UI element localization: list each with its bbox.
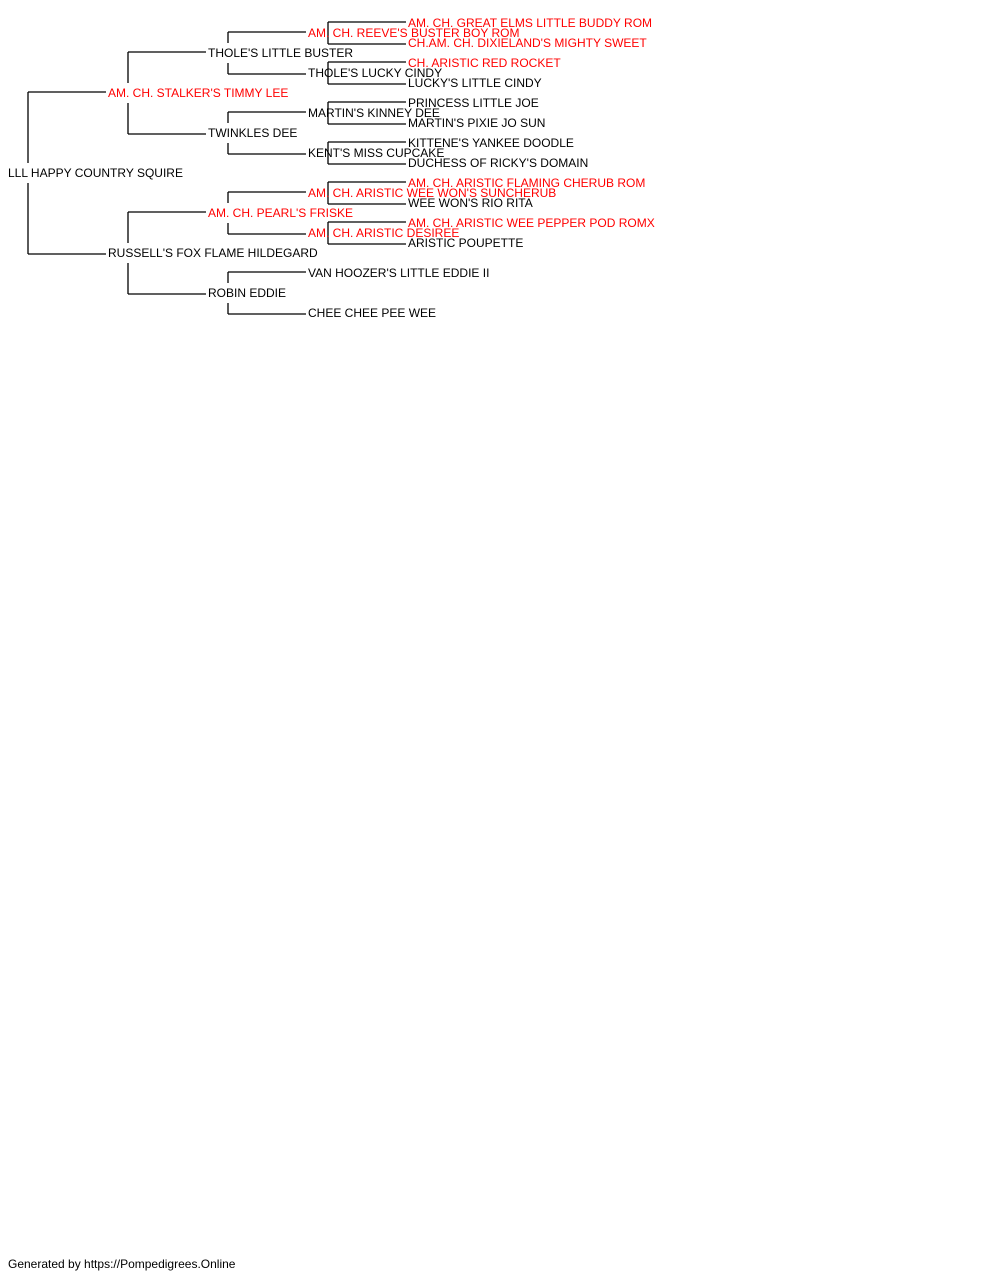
dog-name-pedigree.sire.dam.dam.dam: DUCHESS OF RICKY'S DOMAIN bbox=[408, 156, 588, 170]
dog-name-pedigree.dam.dam.dam: CHEE CHEE PEE WEE bbox=[308, 306, 436, 320]
dog-name-pedigree.sire.dam.dam.sire: KITTENE'S YANKEE DOODLE bbox=[408, 136, 574, 150]
dog-name-pedigree.sire.dam.dam: KENT'S MISS CUPCAKE bbox=[308, 146, 444, 160]
dog-name-pedigree.dam.sire: AM. CH. PEARL'S FRISKE bbox=[208, 206, 353, 220]
dog-name-pedigree.dam.sire.dam: AM. CH. ARISTIC DESIREE bbox=[308, 226, 459, 240]
dog-name-pedigree.sire.sire.sire.sire: AM. CH. GREAT ELMS LITTLE BUDDY ROM bbox=[408, 16, 652, 30]
dog-name-pedigree.dam.dam: ROBIN EDDIE bbox=[208, 286, 286, 300]
dog-name-pedigree.dam.dam.sire: VAN HOOZER'S LITTLE EDDIE II bbox=[308, 266, 489, 280]
dog-name-pedigree.sire.dam: TWINKLES DEE bbox=[208, 126, 297, 140]
dog-name-pedigree.sire.sire.sire: AM. CH. REEVE'S BUSTER BOY ROM bbox=[308, 26, 519, 40]
dog-name-pedigree.dam.sire.sire.sire: AM. CH. ARISTIC FLAMING CHERUB ROM bbox=[408, 176, 645, 190]
dog-name-pedigree.dam.sire.sire.dam: WEE WON'S RIO RITA bbox=[408, 196, 533, 210]
dog-name-pedigree.sire.dam.sire: MARTIN'S KINNEY DEE bbox=[308, 106, 440, 120]
dog-name-pedigree.sire.dam.sire.dam: MARTIN'S PIXIE JO SUN bbox=[408, 116, 545, 130]
dog-name-pedigree.dam.sire.dam.dam: ARISTIC POUPETTE bbox=[408, 236, 523, 250]
footer-credit: Generated by https://Pompedigrees.Online bbox=[8, 1257, 236, 1271]
dog-name-pedigree.dam.sire.sire: AM. CH. ARISTIC WEE WON'S SUNCHERUB bbox=[308, 186, 556, 200]
dog-name-pedigree.sire.dam.sire.sire: PRINCESS LITTLE JOE bbox=[408, 96, 539, 110]
dog-name-pedigree: LLL HAPPY COUNTRY SQUIRE bbox=[8, 166, 183, 180]
pedigree-lines bbox=[27, 21, 406, 315]
dog-name-pedigree.dam.sire.dam.sire: AM. CH. ARISTIC WEE PEPPER POD ROMX bbox=[408, 216, 655, 230]
pedigree-labels: LLL HAPPY COUNTRY SQUIRE AM. CH. STALKER'… bbox=[8, 16, 655, 320]
dog-name-pedigree.sire.sire.dam: THOLE'S LUCKY CINDY bbox=[308, 66, 442, 80]
dog-name-pedigree.dam: RUSSELL'S FOX FLAME HILDEGARD bbox=[108, 246, 318, 260]
dog-name-pedigree.sire.sire.dam.dam: LUCKY'S LITTLE CINDY bbox=[408, 76, 542, 90]
dog-name-pedigree.sire.sire.sire.dam: CH.AM. CH. DIXIELAND'S MIGHTY SWEET bbox=[408, 36, 647, 50]
dog-name-pedigree.sire.sire.dam.sire: CH. ARISTIC RED ROCKET bbox=[408, 56, 561, 70]
dog-name-pedigree.sire: AM. CH. STALKER'S TIMMY LEE bbox=[108, 86, 288, 100]
dog-name-pedigree.sire.sire: THOLE'S LITTLE BUSTER bbox=[208, 46, 353, 60]
